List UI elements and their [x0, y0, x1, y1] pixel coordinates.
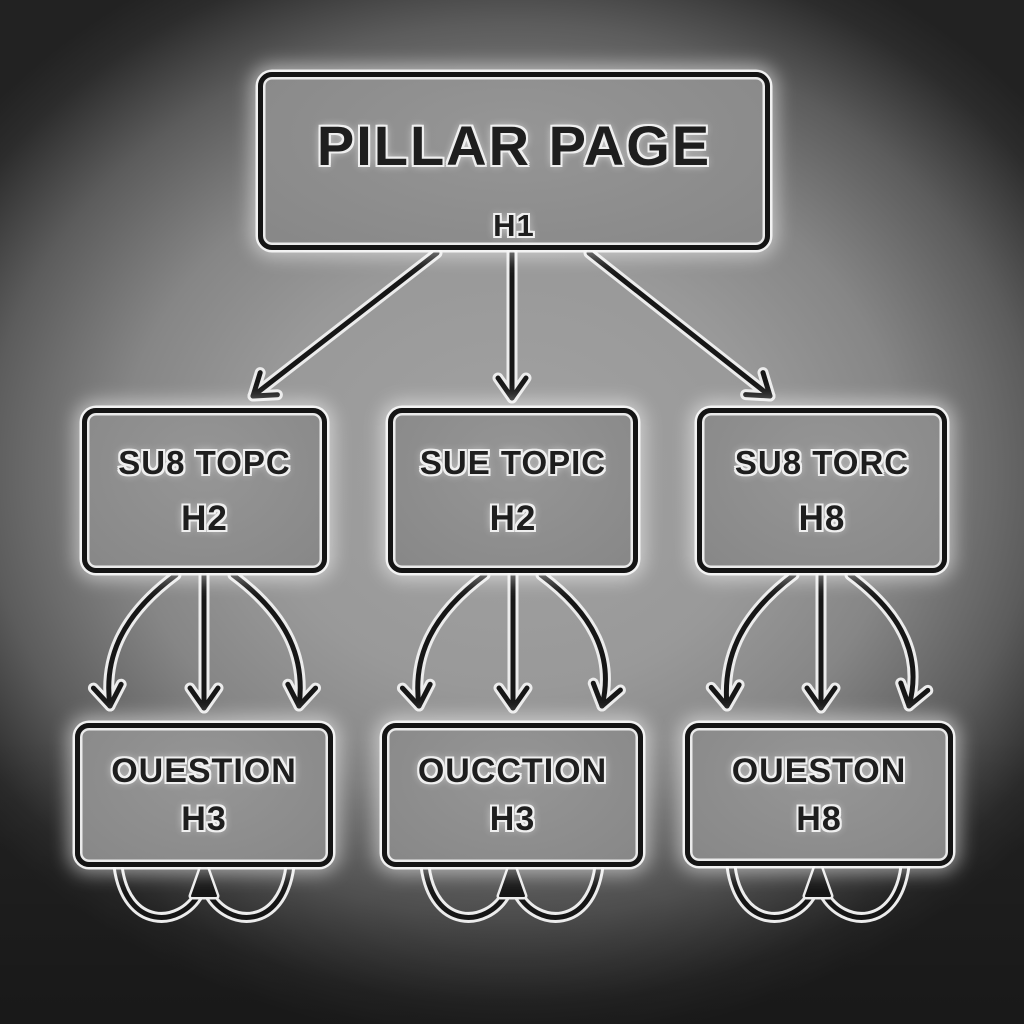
arrow-pillar-to-subtopic-3 [583, 247, 776, 402]
subtopic-node-3: SU8 TORC H8 [697, 408, 947, 573]
question-node-2: OUCCTION H3 [382, 723, 643, 867]
question-3-title: OUESTON [731, 751, 907, 790]
question-1-tag: H3 [181, 800, 227, 838]
loop-arrowhead-question-3 [802, 858, 834, 900]
question-3-tag: H8 [796, 799, 842, 838]
arrow-pillar-to-subtopic-1 [247, 247, 443, 402]
subtopic-1-tag: H2 [181, 498, 228, 538]
subtopic-3-tag: H8 [798, 498, 846, 538]
pillar-page-title: PILLAR PAGE [316, 114, 712, 177]
subtopic-node-2: SUE TOPIC H2 [388, 408, 638, 573]
question-node-1: OUESTION H3 [75, 723, 333, 867]
arrow-subtopic-2-to-question-2-left [396, 569, 491, 712]
subtopic-node-1: SU8 TOPC H2 [82, 408, 327, 573]
pillar-page-tag: H1 [493, 208, 535, 243]
subtopic-2-tag: H2 [489, 498, 537, 538]
loop-arrow-question-2-left [419, 860, 512, 923]
arrow-subtopic-2-to-question-2-right [535, 569, 626, 712]
question-1-title: OUESTION [111, 752, 297, 790]
loop-arrowhead-question-1 [188, 858, 220, 900]
subtopic-3-title: SU8 TORC [734, 443, 910, 481]
question-node-3: OUESTON H8 [685, 723, 953, 866]
arrow-subtopic-3-to-question-3-left [705, 569, 800, 712]
loop-arrow-question-3-left [725, 860, 818, 923]
question-2-title: OUCCTION [417, 752, 608, 790]
arrow-subtopic-1-to-question-1-left [87, 569, 182, 712]
question-2-tag: H3 [489, 800, 536, 838]
loop-arrow-question-2-right [512, 860, 605, 923]
arrow-subtopic-3-to-question-3-right [844, 569, 934, 712]
loop-arrow-question-3-right [818, 860, 911, 923]
loop-arrowhead-question-2 [496, 858, 528, 900]
loop-arrow-question-1-right [203, 860, 296, 923]
subtopic-1-title: SU8 TOPC [118, 443, 291, 481]
loop-arrow-question-1-left [112, 860, 205, 923]
pillar-page-node: PILLAR PAGE H1 [258, 72, 770, 250]
subtopic-2-title: SUE TOPIC [419, 443, 607, 481]
arrow-subtopic-1-to-question-1-right [227, 569, 322, 712]
